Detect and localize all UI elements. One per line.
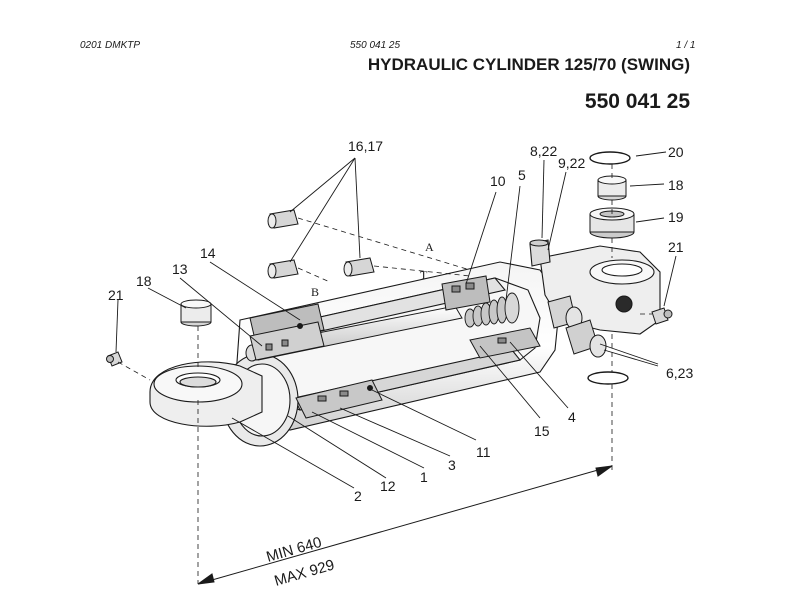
fitting-16-17-b	[267, 259, 299, 279]
callout-11: 11	[476, 444, 491, 460]
callout-8-22: 8,22	[530, 143, 557, 159]
valve-plate-11	[295, 379, 383, 419]
bushing-18-right	[597, 175, 627, 201]
port-label-b: B	[311, 285, 319, 299]
callout-19: 19	[668, 209, 684, 225]
callout-5: 5	[518, 167, 526, 183]
callout-18-left: 18	[136, 273, 152, 289]
circlip-20-top	[589, 151, 631, 165]
page-indicator: 1 / 1	[676, 40, 696, 51]
fitting-16-17-a	[267, 209, 299, 229]
bushing-18-left	[180, 299, 212, 327]
rod-eye	[149, 361, 263, 427]
valve-block-10	[441, 275, 491, 311]
fitting-6-23	[547, 295, 607, 358]
callout-21-right: 21	[668, 239, 684, 255]
rod-thread	[464, 292, 520, 328]
callout-10: 10	[490, 173, 506, 189]
document-code: 0201 DMKTP	[80, 40, 141, 51]
circlip-20-bottom	[587, 371, 629, 385]
callout-3: 3	[448, 457, 456, 473]
callout-15: 15	[534, 423, 550, 439]
callout-6-23: 6,23	[666, 365, 693, 381]
callout-4: 4	[568, 409, 576, 425]
leader-lines	[115, 151, 677, 489]
valve-block-15	[469, 327, 541, 359]
callout-16-17: 16,17	[348, 138, 383, 154]
callout-2: 2	[354, 488, 362, 504]
callout-12: 12	[380, 478, 396, 494]
grease-nipple-21-right	[651, 307, 673, 325]
part-number: 550 041 25	[584, 90, 690, 113]
callout-1: 1	[420, 469, 428, 485]
valve-block-14	[249, 303, 325, 361]
port-label-t: T	[420, 268, 428, 282]
callout-18-right: 18	[668, 177, 684, 193]
fitting-16-17-c	[343, 257, 375, 277]
callout-14: 14	[200, 245, 216, 261]
callout-9-22: 9,22	[558, 155, 585, 171]
port-label-a: A	[425, 240, 434, 254]
callout-21-left: 21	[108, 287, 124, 303]
stroke-dimension-line	[197, 465, 613, 585]
drawing-title: HYDRAULIC CYLINDER 125/70 (SWING)	[367, 55, 690, 74]
assembly-guide-lines	[117, 164, 652, 584]
callout-13: 13	[172, 261, 188, 277]
header-part-number: 550 041 25	[350, 40, 401, 51]
callout-20: 20	[668, 144, 684, 160]
grease-nipple-21-left	[106, 351, 123, 367]
